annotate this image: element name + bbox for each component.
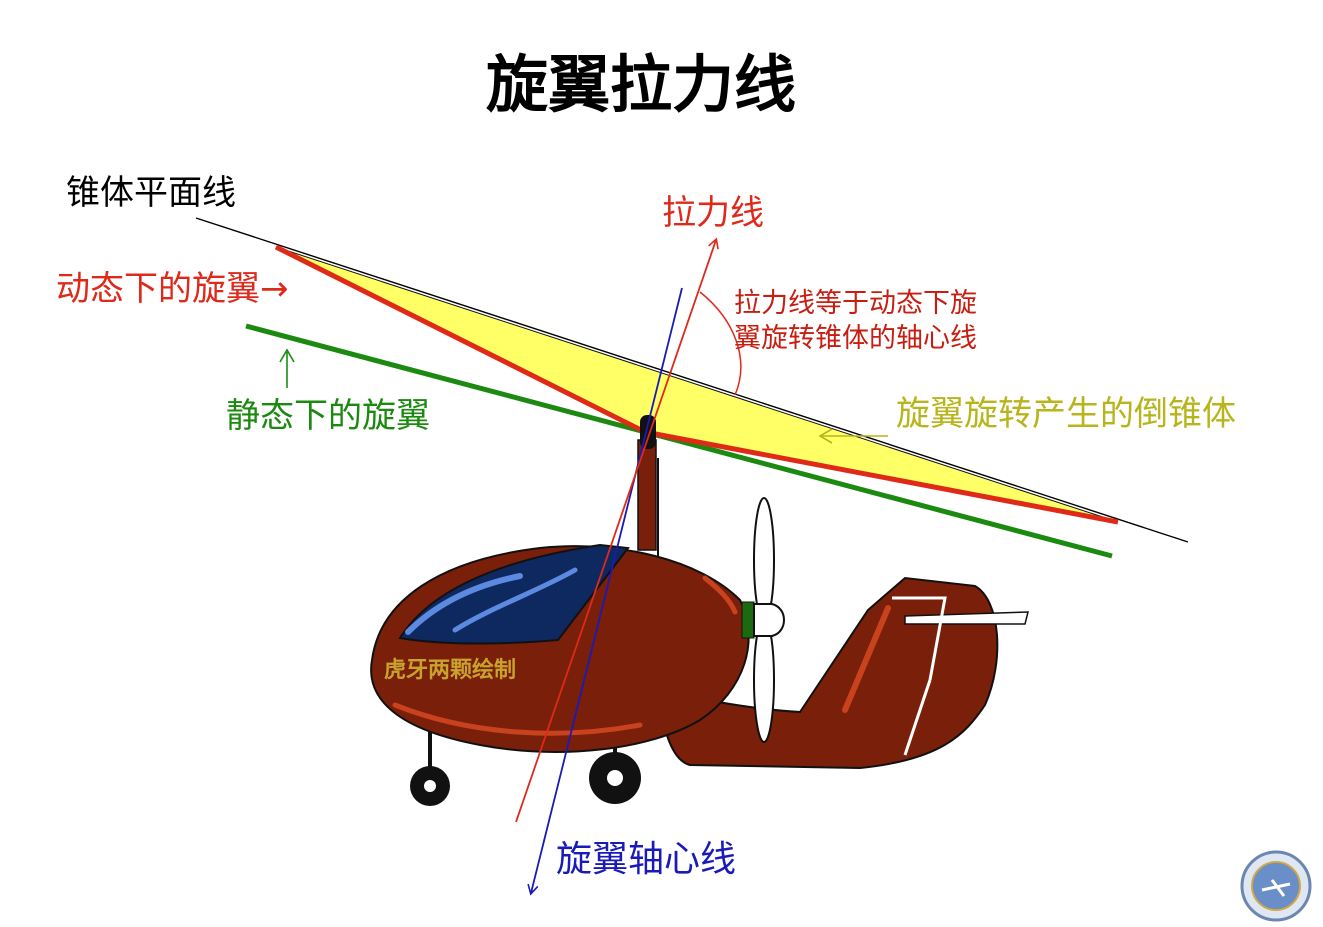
pull-line-label: 拉力线 — [662, 193, 764, 233]
cone-label: 旋翼旋转产生的倒锥体 — [896, 394, 1236, 434]
canopy — [398, 543, 630, 645]
rotor-axis-label: 旋翼轴心线 — [556, 839, 737, 880]
explain-leader — [699, 291, 742, 396]
rotor-cone — [275, 246, 1119, 523]
propeller — [741, 497, 785, 743]
rotor-axis-line — [527, 287, 683, 896]
landing-gear — [410, 728, 641, 806]
club-logo-icon — [1240, 850, 1312, 922]
explain-text-line2: 翼旋转锥体的轴心线 — [734, 323, 977, 354]
pull-thrust-line — [515, 237, 719, 823]
arrow-up-icon — [279, 348, 295, 388]
cone-plane-label: 锥体平面线 — [66, 173, 236, 213]
author-credit: 虎牙两颗绘制 — [384, 658, 517, 683]
cone-plane-line — [195, 217, 1189, 543]
tail — [658, 576, 1029, 770]
dynamic-rotor-label: 动态下的旋翼→ — [56, 269, 289, 309]
diagram-title: 旋翼拉力线 — [486, 48, 797, 121]
arrow-left-icon — [818, 428, 888, 444]
static-rotor-label: 静态下的旋翼 — [226, 396, 430, 436]
explain-text-line1: 拉力线等于动态下旋 — [734, 288, 977, 319]
